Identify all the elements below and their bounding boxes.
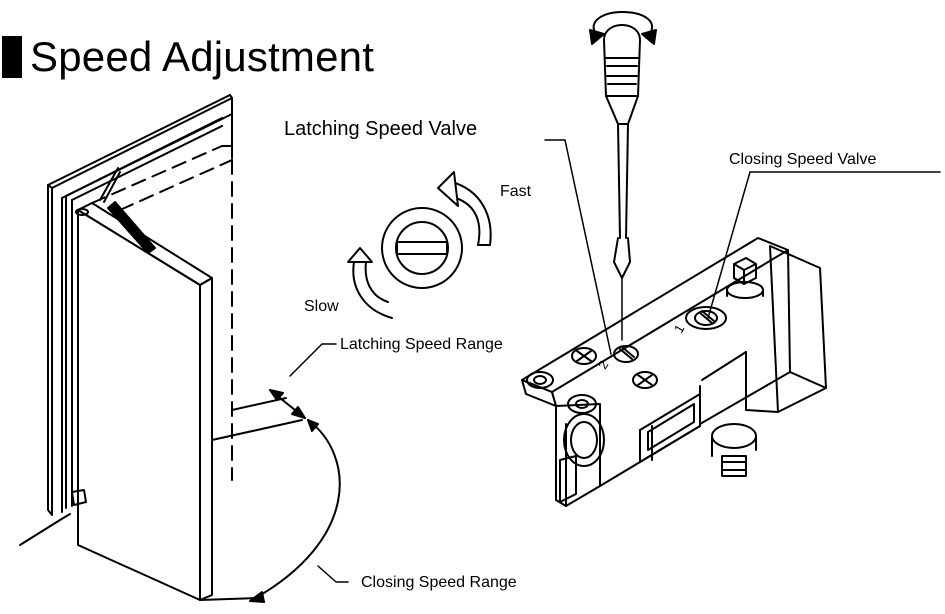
title-marker-block — [2, 36, 22, 78]
door-closer-icon — [521, 139, 941, 507]
valve-slot-icon — [381, 207, 463, 289]
closing-range-arc — [249, 419, 349, 603]
screwdriver-icon — [589, 11, 657, 341]
page-title: Speed Adjustment — [0, 32, 374, 82]
closing-speed-valve-label: Closing Speed Valve — [729, 151, 877, 168]
slow-label: Slow — [304, 298, 339, 315]
door-icon — [19, 94, 303, 601]
title-text: Speed Adjustment — [30, 33, 375, 80]
latching-speed-valve-label: Latching Speed Valve — [284, 118, 478, 140]
latching-range-arc — [269, 343, 337, 419]
fast-label: Fast — [500, 183, 532, 200]
closing-speed-range-label: Closing Speed Range — [361, 574, 517, 591]
latching-speed-range-label: Latching Speed Range — [340, 336, 503, 353]
rotation-arrow-icon — [347, 171, 492, 319]
